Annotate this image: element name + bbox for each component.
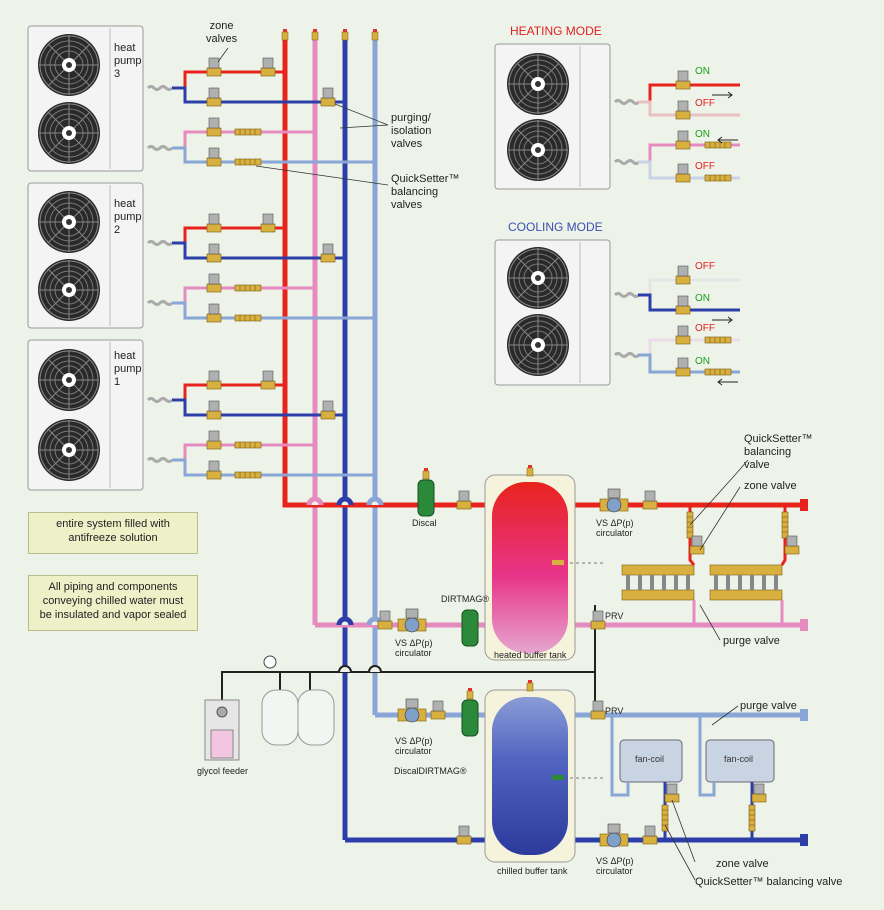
circulator-heated-supply <box>599 488 629 513</box>
heating-return-off: OFF <box>695 161 715 172</box>
supply-return-headers <box>281 28 379 840</box>
purge-valve-heated-label: purge valve <box>723 635 780 647</box>
cooling-return-off: OFF <box>695 323 715 334</box>
hp3-branches <box>146 57 375 167</box>
dirtmag <box>461 609 479 647</box>
heating-mode-piping <box>613 70 740 183</box>
prv-chilled-label: PRV <box>605 706 624 716</box>
circulator-heated-supply-label: VS ΔP(p) circulator <box>596 518 634 538</box>
discal-dirtmag <box>461 687 479 737</box>
heat-pump-2 <box>27 182 144 329</box>
heat-pump-1 <box>27 339 144 491</box>
circulator-chilled-return <box>397 698 427 723</box>
expansion-tanks <box>261 689 335 746</box>
quicksetter-valve-label: QuickSetter™ balancing valve <box>744 433 813 471</box>
zone-valve-bottom-label: zone valve <box>716 858 769 870</box>
cooling-mode-unit <box>494 239 611 386</box>
hp1-label-line1: heat <box>114 350 136 362</box>
discal <box>417 467 435 517</box>
discal-label: Discal <box>412 518 437 528</box>
hp2-label-line1: heat <box>114 198 136 210</box>
circulator-chilled-supply <box>599 823 629 848</box>
purge-valve-chilled-label: purge valve <box>740 700 797 712</box>
zone-valves-label: zone valves <box>206 20 238 45</box>
hp1-branches <box>146 370 375 480</box>
fan-coil-2-label: fan-coil <box>724 754 754 764</box>
heating-mode-unit <box>494 43 611 190</box>
heating-supply-off: OFF <box>695 98 715 109</box>
heat-pump-3-label: heat pump 3 <box>114 42 142 81</box>
heated-tank-label: heated buffer tank <box>494 650 567 660</box>
dirtmag-label: DIRTMAG® <box>441 594 489 604</box>
zone-valve-right-label: zone valve <box>744 480 797 492</box>
cooling-supply-on: ON <box>695 293 710 304</box>
quicksetter-valves-label: QuickSetter™ balancing valves <box>391 173 460 211</box>
circulator-heated-return <box>397 608 427 633</box>
purging-valves-label: purging/ isolation valves <box>391 112 432 150</box>
quicksetter-bottom-label: QuickSetter™ balancing valve <box>695 876 843 888</box>
insulation-note: All piping and components conveying chil… <box>28 575 198 631</box>
hp1-number: 1 <box>114 376 121 388</box>
hp2-label-line2: pump <box>114 211 142 223</box>
fan-coil-units <box>610 715 775 840</box>
heat-pump-2-label: heat pump 2 <box>114 198 142 237</box>
heat-pump-1-label: heat pump 1 <box>114 350 142 389</box>
chilled-buffer-tank <box>484 679 605 863</box>
chilled-tank-label: chilled buffer tank <box>497 866 568 876</box>
heating-mode-title: HEATING MODE <box>510 24 602 38</box>
circulator-chilled-supply-label: VS ΔP(p) circulator <box>596 856 634 876</box>
hp3-label-line1: heat <box>114 42 136 54</box>
circulator-heated-return-label: VS ΔP(p) circulator <box>395 638 433 658</box>
cooling-return-on: ON <box>695 356 710 367</box>
glycol-feeder <box>204 699 240 761</box>
manifold-right <box>709 564 783 601</box>
glycol-feeder-label: glycol feeder <box>197 766 249 776</box>
hp2-number: 2 <box>114 224 121 236</box>
hp2-branches <box>146 213 375 323</box>
prv-heated-label: PRV <box>605 611 624 621</box>
heated-buffer-tank <box>484 464 605 661</box>
heating-return-on: ON <box>695 129 710 140</box>
manifold-feeds <box>686 505 800 625</box>
fan-coil-1-label: fan-coil <box>635 754 665 764</box>
hp3-number: 3 <box>114 68 121 80</box>
circulator-chilled-return-label: VS ΔP(p) circulator <box>395 736 433 756</box>
hp3-label-line2: pump <box>114 55 142 67</box>
antifreeze-note: entire system filled with antifreeze sol… <box>28 512 198 554</box>
cooling-supply-off: OFF <box>695 261 715 272</box>
callout-lines-right <box>664 459 749 881</box>
discal-dirtmag-label: DiscalDIRTMAG® <box>394 766 467 776</box>
heat-pump-3 <box>27 25 144 172</box>
cooling-mode-piping <box>613 265 740 386</box>
manifold-left <box>621 564 695 601</box>
heating-supply-on: ON <box>695 66 710 77</box>
callout-lines-top <box>217 47 389 186</box>
cooling-mode-title: COOLING MODE <box>508 220 603 234</box>
hp1-label-line2: pump <box>114 363 142 375</box>
